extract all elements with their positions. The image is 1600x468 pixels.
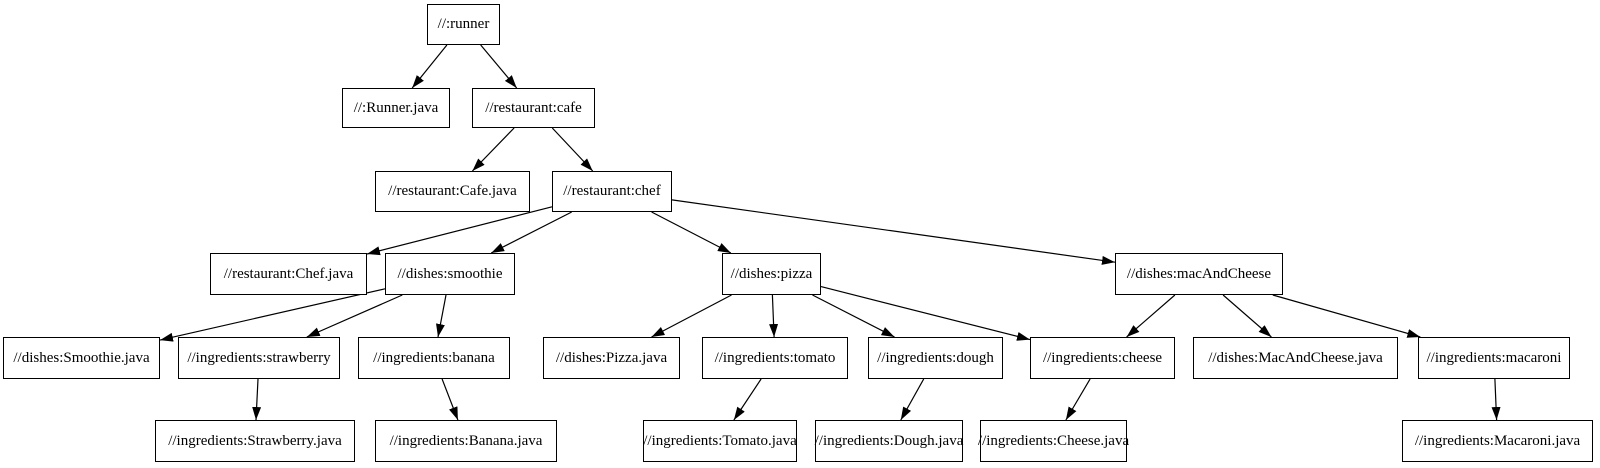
graph-node-label: //ingredients:Banana.java — [389, 432, 543, 449]
edge-chef-to-mac_and_cheese — [671, 199, 1116, 265]
edge-pizza-to-cheese — [820, 286, 1031, 341]
graph-node-label: //ingredients:macaroni — [1426, 349, 1562, 366]
graph-node-label: //dishes:MacAndCheese.java — [1208, 349, 1383, 366]
edge-chef-to-smoothie — [490, 211, 572, 254]
edge-pizza-to-dough — [812, 294, 895, 338]
edge-chef-to-pizza — [651, 211, 732, 254]
graph-node-runner_java: //:Runner.java — [342, 88, 450, 128]
graph-node-pizza: //dishes:pizza — [722, 253, 821, 295]
edge-macaroni-to-macaroni_java — [1491, 378, 1501, 421]
graph-node-mac_and_cheese: //dishes:macAndCheese — [1115, 253, 1283, 295]
edge-mac_and_cheese-to-mac_and_cheese_java — [1222, 294, 1272, 338]
edge-strawberry-to-strawberry_java — [252, 378, 262, 421]
edge-pizza-to-pizza_java — [651, 294, 732, 338]
graph-node-cheese_java: //ingredients:Cheese.java — [977, 420, 1130, 462]
edge-cheese-to-cheese_java — [1065, 378, 1091, 421]
graph-node-label: //ingredients:cheese — [1042, 349, 1163, 366]
edge-chef-to-chef_java — [366, 206, 553, 256]
graph-node-macaroni_java: //ingredients:Macaroni.java — [1402, 420, 1593, 462]
edge-tomato-to-tomato_java — [733, 378, 762, 421]
graph-node-chef_java: //restaurant:Chef.java — [210, 253, 367, 295]
graph-node-label: //ingredients:Strawberry.java — [168, 432, 342, 449]
graph-node-smoothie: //dishes:smoothie — [385, 253, 515, 295]
graph-node-strawberry_java: //ingredients:Strawberry.java — [155, 420, 355, 462]
graph-node-label: //dishes:macAndCheese — [1126, 265, 1272, 282]
graph-node-label: //ingredients:dough — [877, 349, 994, 366]
graph-node-label: //:Runner.java — [353, 99, 439, 116]
graph-node-tomato_java: //ingredients:Tomato.java — [643, 420, 797, 462]
graph-node-label: //ingredients:Cheese.java — [977, 432, 1130, 449]
graph-node-label: //:runner — [437, 16, 490, 32]
graph-node-strawberry: //ingredients:strawberry — [178, 337, 340, 379]
edge-banana-to-banana_java — [441, 378, 459, 421]
graph-node-macaroni: //ingredients:macaroni — [1418, 337, 1570, 379]
graph-node-chef: //restaurant:chef — [552, 171, 672, 212]
graph-node-pizza_java: //dishes:Pizza.java — [543, 337, 680, 379]
graph-node-label: //ingredients:banana — [373, 349, 495, 366]
graph-node-label: //ingredients:Dough.java — [814, 432, 964, 449]
graph-node-label: //restaurant:Cafe.java — [388, 183, 517, 199]
graph-node-label: //ingredients:Tomato.java — [643, 432, 797, 449]
graph-node-banana: //ingredients:banana — [358, 337, 510, 379]
graph-node-cafe_java: //restaurant:Cafe.java — [375, 171, 530, 212]
edge-smoothie-to-smoothie_java — [159, 288, 386, 342]
graph-node-runner: //:runner — [427, 4, 500, 45]
graph-node-label: //dishes:Smoothie.java — [13, 349, 150, 366]
graph-node-tomato: //ingredients:tomato — [702, 337, 848, 379]
graph-node-label: //dishes:pizza — [730, 265, 813, 282]
graph-node-label: //dishes:Pizza.java — [555, 349, 668, 366]
graph-node-dough: //ingredients:dough — [868, 337, 1003, 379]
graph-node-mac_and_cheese_java: //dishes:MacAndCheese.java — [1193, 337, 1398, 379]
graph-node-banana_java: //ingredients:Banana.java — [375, 420, 557, 462]
edge-smoothie-to-strawberry — [306, 294, 403, 338]
graph-node-label: //dishes:smoothie — [397, 265, 503, 282]
graph-node-label: //ingredients:strawberry — [187, 349, 331, 366]
edge-dough-to-dough_java — [900, 378, 925, 421]
graph-node-dough_java: //ingredients:Dough.java — [815, 420, 963, 462]
graph-node-label: //restaurant:Chef.java — [223, 265, 354, 282]
graph-node-cheese: //ingredients:cheese — [1030, 337, 1175, 379]
graph-node-cafe: //restaurant:cafe — [472, 88, 595, 128]
edge-cafe-to-cafe_java — [471, 127, 515, 172]
graph-node-label: //ingredients:Macaroni.java — [1414, 432, 1581, 449]
graph-node-label: //ingredients:tomato — [714, 349, 836, 366]
edge-runner-to-cafe — [480, 44, 518, 89]
graph-node-label: //restaurant:cafe — [485, 99, 582, 116]
edge-mac_and_cheese-to-cheese — [1126, 294, 1176, 338]
graph-node-label: //restaurant:chef — [563, 183, 661, 199]
edge-mac_and_cheese-to-macaroni — [1272, 294, 1421, 338]
edge-runner-to-runner_java — [411, 44, 448, 89]
edge-cafe-to-chef — [551, 127, 594, 172]
edge-pizza-to-tomato — [769, 294, 779, 338]
edge-smoothie-to-banana — [436, 294, 447, 338]
graph-node-smoothie_java: //dishes:Smoothie.java — [3, 337, 160, 379]
